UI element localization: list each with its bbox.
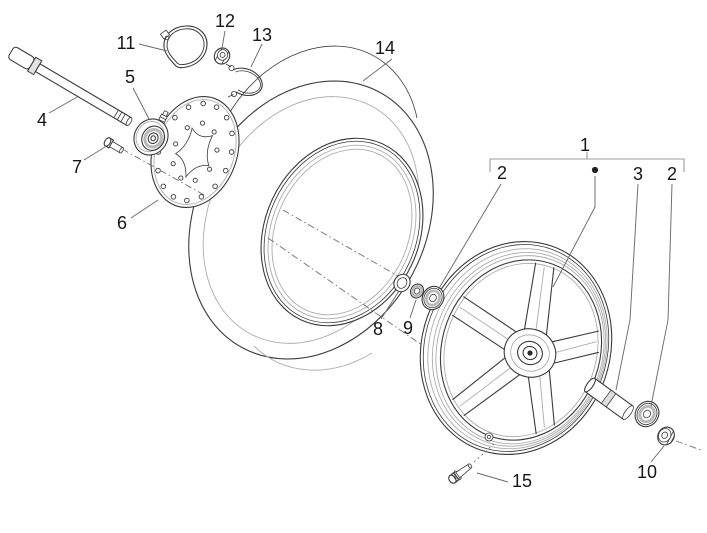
callout-2-bearing-left: 2 xyxy=(497,163,507,183)
axle-nut xyxy=(657,426,675,446)
bracket-dot xyxy=(591,166,599,174)
callout-15-tyre-valve: 15 xyxy=(512,471,532,491)
nut-axis-line xyxy=(675,440,702,451)
spacer xyxy=(409,283,425,299)
retaining-ring xyxy=(159,25,208,69)
callout-11-retaining-ring: 11 xyxy=(117,33,136,53)
wheel-hub xyxy=(503,328,557,378)
disc-holes xyxy=(155,100,235,204)
callout-12-lock-nut: 12 xyxy=(215,11,235,31)
callout-2-bearing-right: 2 xyxy=(667,164,677,184)
assembly-bracket xyxy=(489,152,685,174)
callout-5-speedometer-drive: 5 xyxy=(125,67,135,87)
assembly-axis-line xyxy=(267,209,427,349)
lock-nut xyxy=(213,47,231,65)
callout-9-spacer: 9 xyxy=(403,318,413,338)
wheel-rim xyxy=(419,240,613,456)
callout-10-axle-nut: 10 xyxy=(637,462,657,482)
screw-axis-line xyxy=(121,148,207,197)
callout-1-assembly: 1 xyxy=(580,135,590,155)
tyre-valve xyxy=(448,463,473,484)
callout-8-seal-washer: 8 xyxy=(373,319,383,339)
disc-screw xyxy=(103,137,124,154)
leader-lines xyxy=(48,30,673,483)
callout-3-spacer-tube: 3 xyxy=(633,164,643,184)
disc-center-cutout xyxy=(174,127,214,179)
tyre xyxy=(188,45,434,371)
callout-14-tyre: 14 xyxy=(375,38,395,58)
bearing-right xyxy=(634,400,660,428)
callout-13-circlip: 13 xyxy=(252,25,272,45)
speedometer-drive xyxy=(133,110,169,156)
wheel-spokes xyxy=(451,262,600,435)
axle xyxy=(8,46,133,127)
brake-disc xyxy=(150,95,240,209)
circlip xyxy=(225,63,263,98)
callout-4-axle: 4 xyxy=(37,110,47,130)
seal-washer xyxy=(393,273,411,293)
callout-7-disc-screw: 7 xyxy=(72,157,82,177)
callout-6-brake-disc: 6 xyxy=(117,213,127,233)
spacer-tube xyxy=(584,377,634,421)
valve-boss xyxy=(484,432,494,442)
bearing-left xyxy=(421,285,445,311)
